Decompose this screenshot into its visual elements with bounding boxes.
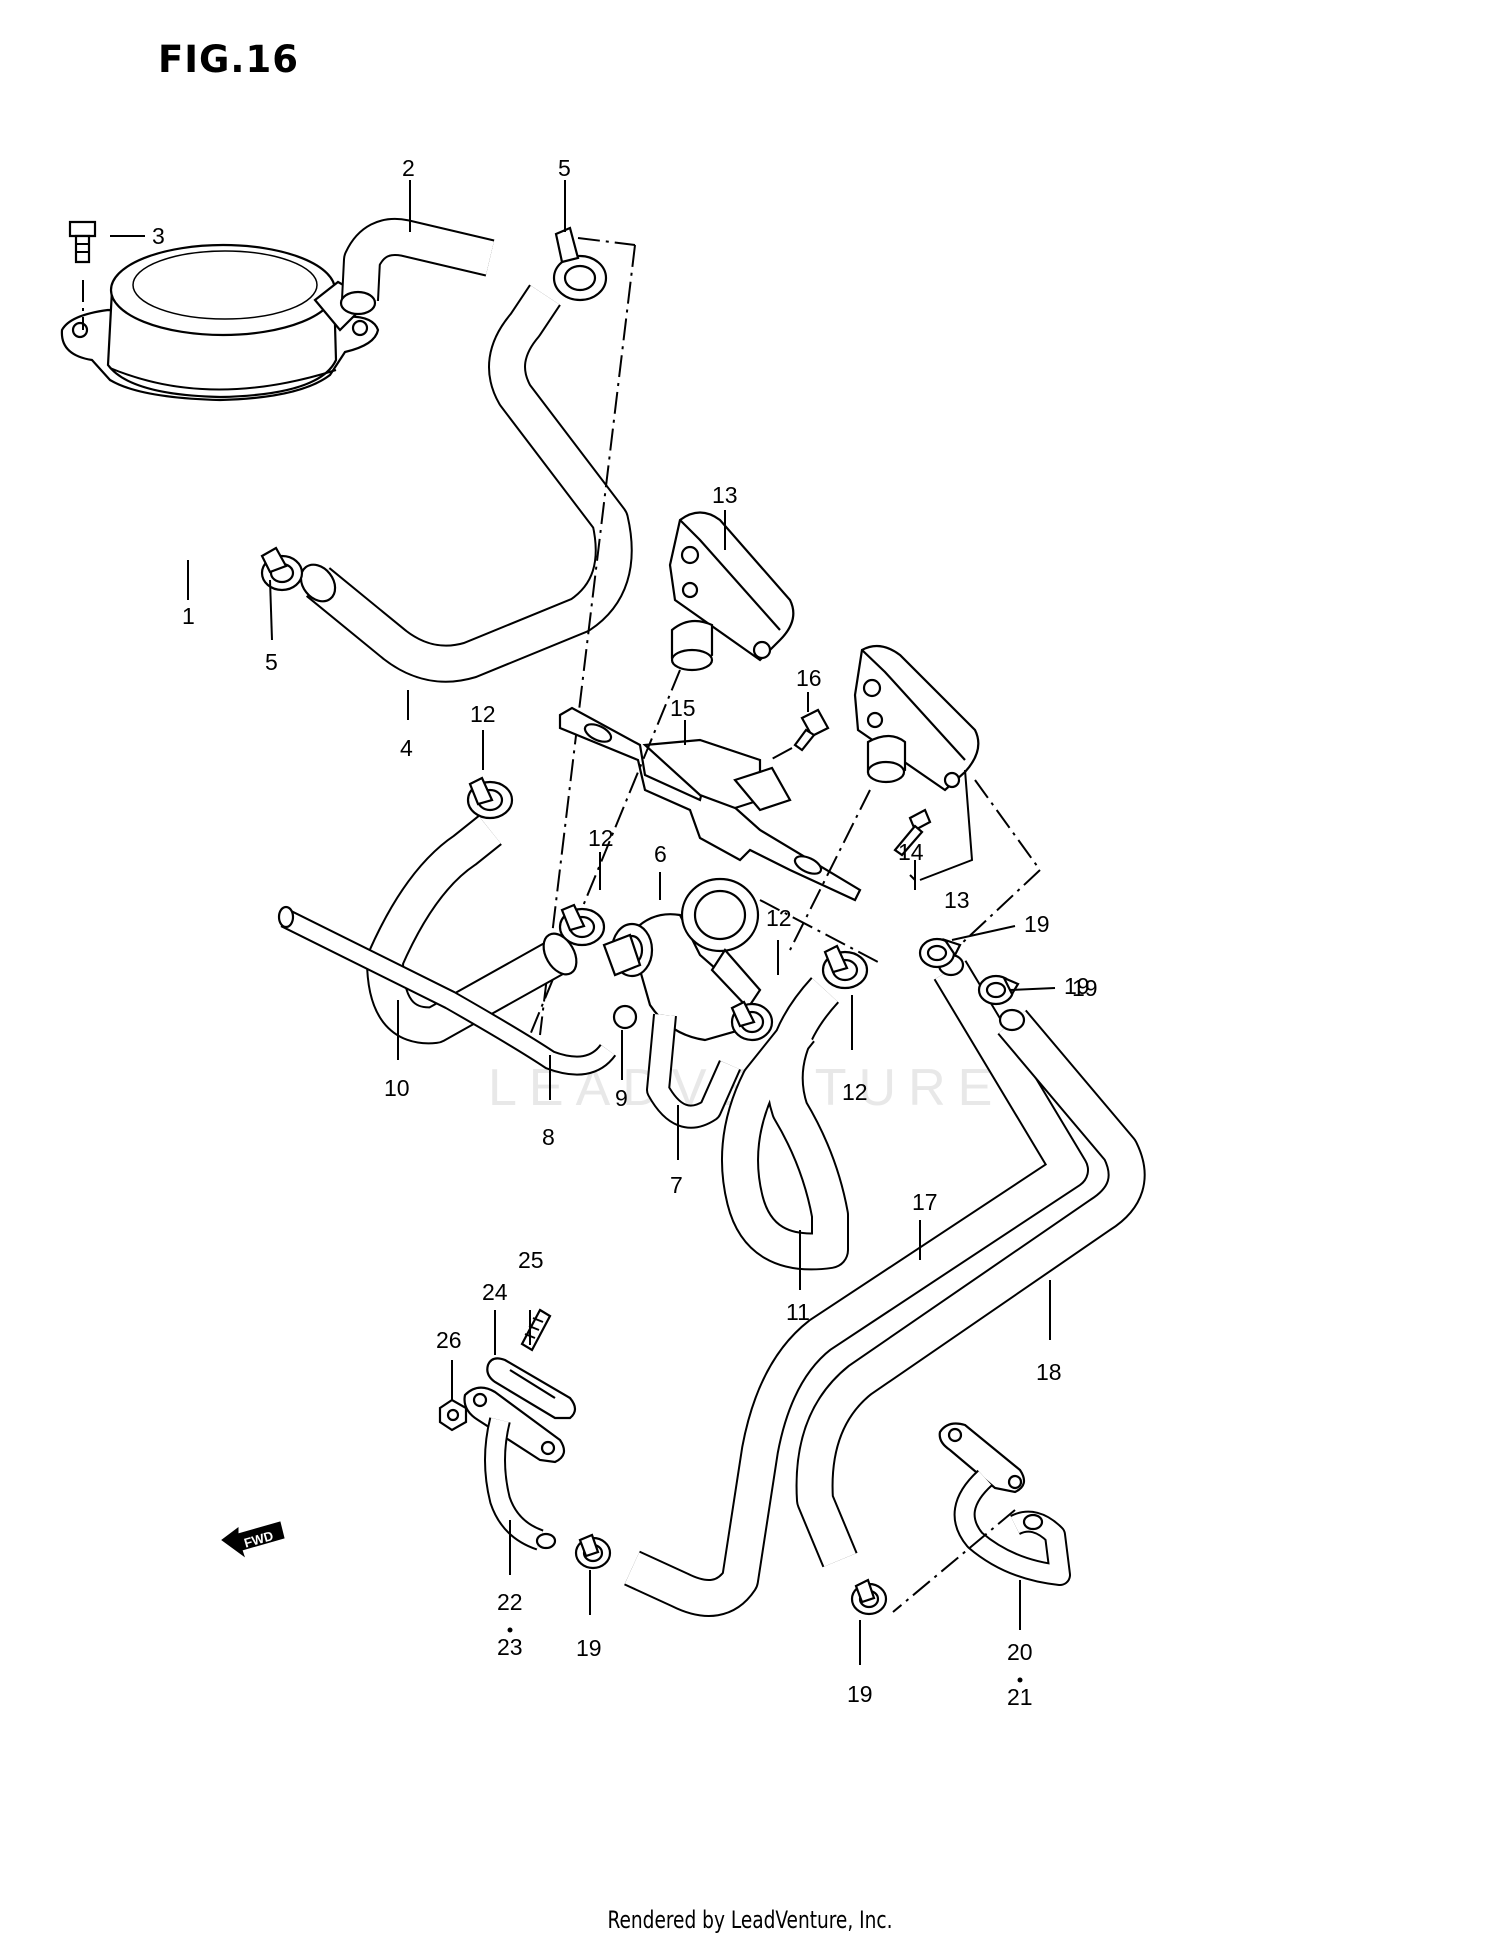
callout-4: 4: [400, 735, 413, 761]
part-19-clamp-c[interactable]: [574, 1533, 612, 1570]
part-17-hose[interactable]: [624, 953, 1089, 1617]
part-2-elbow-hose[interactable]: [339, 218, 495, 316]
part-13-reed-valve-upper[interactable]: [668, 511, 795, 672]
callout-16: 16: [796, 665, 822, 691]
part-1-air-cleaner[interactable]: [60, 243, 380, 402]
callout-23: 23: [497, 1634, 523, 1660]
part-9-cap[interactable]: [612, 1004, 638, 1030]
callout-19-d: 19: [847, 1681, 873, 1707]
callout-labels: 1 2 3 4 5 5 6 7 8 9 10 11 12 12 12 12 13…: [152, 155, 1098, 1710]
part-19-clamp-a[interactable]: [918, 937, 962, 969]
part-5-clamp-lower[interactable]: [260, 546, 304, 592]
part-20-21-pipe-flange[interactable]: [938, 1422, 1071, 1586]
part-6-control-valve[interactable]: [602, 877, 762, 1042]
callout-13-upper: 13: [712, 482, 738, 508]
part-22-23-pipe-flange[interactable]: [463, 1386, 566, 1551]
footer-credit: Rendered by LeadVenture, Inc.: [607, 1906, 893, 1934]
part-15-bracket[interactable]: [558, 706, 862, 902]
callout-12-b: 12: [588, 825, 614, 851]
callout-8: 8: [542, 1124, 555, 1150]
callout-12-d: 12: [842, 1079, 868, 1105]
part-18-hose[interactable]: [795, 1008, 1146, 1568]
part-12-clamp-c[interactable]: [730, 1000, 774, 1042]
part-12-clamp-b[interactable]: [558, 903, 606, 947]
part-19-clamp-d[interactable]: [850, 1578, 888, 1616]
callout-14: 14: [898, 839, 924, 865]
part-13-reed-valve-lower[interactable]: [853, 644, 980, 792]
callout-19-c: 19: [576, 1635, 602, 1661]
callout-18: 18: [1036, 1359, 1062, 1385]
part-24-gasket[interactable]: [486, 1357, 577, 1420]
callout-20: 20: [1007, 1639, 1033, 1665]
callout-19-e: 19: [1072, 975, 1098, 1001]
callout-21: 21: [1007, 1684, 1033, 1710]
callout-1: 1: [182, 603, 195, 629]
callout-11: 11: [786, 1299, 810, 1325]
callout-19-a: 19: [1024, 911, 1050, 937]
callout-5-lower: 5: [265, 649, 278, 675]
figure-title: FIG.16: [158, 38, 299, 81]
callout-9: 9: [615, 1085, 628, 1111]
callout-19-b: 19: [1064, 973, 1090, 999]
part-5-clamp-upper[interactable]: [552, 226, 608, 302]
part-25-stud[interactable]: [520, 1308, 552, 1352]
part-4-hose[interactable]: [294, 284, 633, 683]
callout-3: 3: [152, 223, 165, 249]
fwd-arrow-icon: FWD: [221, 1521, 285, 1558]
callout-13-lower: 13: [944, 887, 970, 913]
callout-2: 2: [402, 155, 415, 181]
callout-5-upper: 5: [558, 155, 571, 181]
callout-6: 6: [654, 841, 667, 867]
callout-26: 26: [436, 1327, 462, 1353]
part-8-pipe[interactable]: [277, 905, 617, 1076]
callout-10: 10: [384, 1075, 410, 1101]
leader-lines: [110, 180, 1056, 1665]
part-16-bolt[interactable]: [793, 708, 830, 752]
part-7-hose[interactable]: [646, 1013, 741, 1129]
callout-7: 7: [670, 1172, 683, 1198]
part-14-screw[interactable]: [893, 808, 932, 857]
part-12-clamp-a[interactable]: [466, 776, 514, 820]
callout-17: 17: [912, 1189, 938, 1215]
callout-15: 15: [670, 695, 696, 721]
part-12-clamp-d[interactable]: [821, 944, 869, 990]
part-3-bolt[interactable]: [68, 220, 97, 264]
callout-12-c: 12: [766, 905, 792, 931]
callout-25: 25: [518, 1247, 544, 1273]
callout-12-a: 12: [470, 701, 496, 727]
callout-24: 24: [482, 1279, 508, 1305]
part-11-hose[interactable]: [721, 977, 849, 1271]
part-26-nut[interactable]: [438, 1398, 468, 1432]
callout-22: 22: [497, 1589, 523, 1615]
